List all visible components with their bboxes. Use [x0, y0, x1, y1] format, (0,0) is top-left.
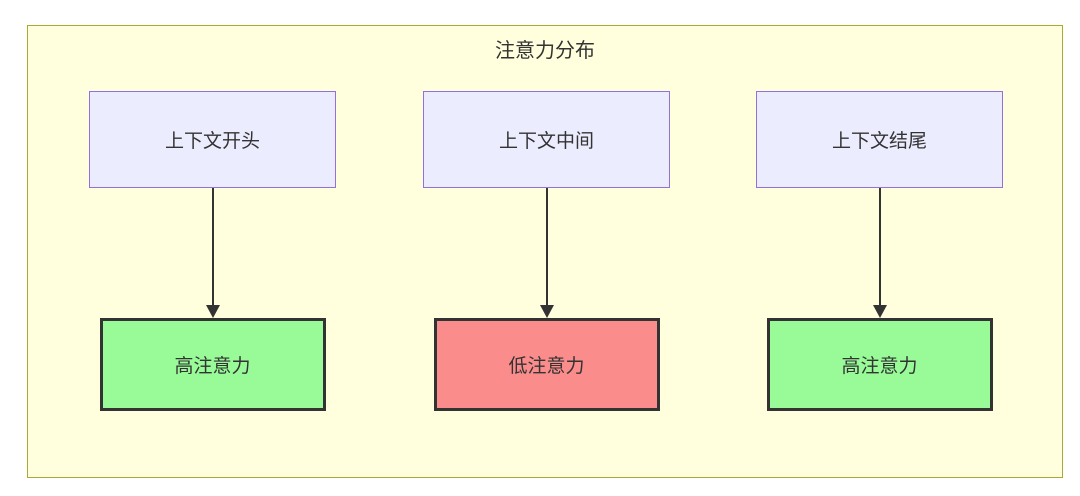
column-context-start: 上下文开头 高注意力: [89, 91, 336, 411]
arrowhead-down-icon: [539, 305, 554, 318]
node-high-attention-2: 高注意力: [766, 318, 993, 411]
arrow-middle-to-low: [539, 188, 554, 318]
node-high-attention-2-label: 高注意力: [841, 356, 918, 377]
node-context-start: 上下文开头: [89, 91, 336, 188]
node-low-attention: 低注意力: [433, 318, 660, 411]
arrow-end-to-high: [872, 188, 887, 318]
node-context-start-label: 上下文开头: [164, 131, 260, 152]
node-context-end-label: 上下文结尾: [831, 131, 927, 152]
node-context-end: 上下文结尾: [756, 91, 1003, 188]
node-context-middle-label: 上下文中间: [498, 131, 594, 152]
attention-distribution-diagram: 注意力分布 上下文开头 高注意力 上下文中间 低注意力 上下文结尾: [27, 25, 1063, 478]
node-high-attention-1-label: 高注意力: [174, 356, 251, 377]
arrowhead-down-icon: [872, 305, 887, 318]
column-context-end: 上下文结尾 高注意力: [756, 91, 1003, 411]
arrow-line: [878, 188, 881, 306]
arrow-start-to-high: [205, 188, 220, 318]
node-low-attention-label: 低注意力: [508, 356, 585, 377]
node-high-attention-1: 高注意力: [99, 318, 326, 411]
diagram-title: 注意力分布: [495, 40, 595, 62]
arrow-line: [211, 188, 214, 306]
column-context-middle: 上下文中间 低注意力: [423, 91, 670, 411]
arrowhead-down-icon: [205, 305, 220, 318]
node-context-middle: 上下文中间: [423, 91, 670, 188]
arrow-line: [545, 188, 548, 306]
